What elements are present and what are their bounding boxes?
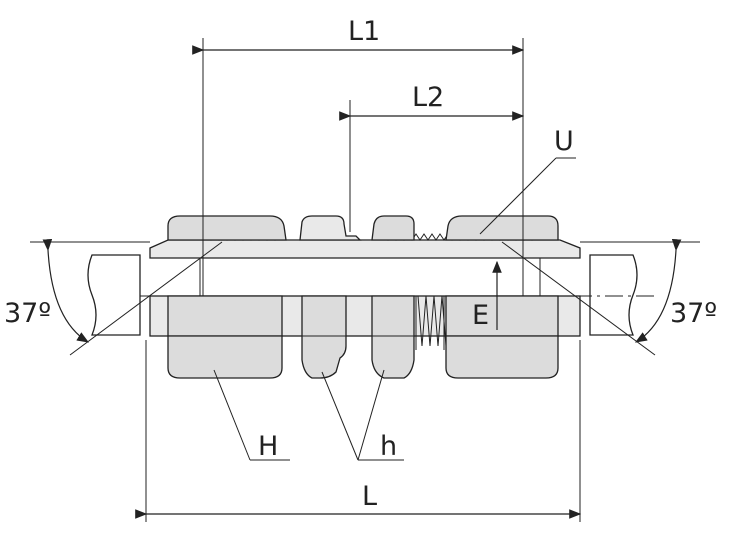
leader-H bbox=[213, 369, 251, 461]
label-angle-right: 37º bbox=[670, 298, 717, 329]
label-angle-left: 37º bbox=[4, 298, 51, 329]
nut-hex-left bbox=[167, 295, 283, 379]
tube-right bbox=[589, 254, 638, 336]
lock-nut-top bbox=[371, 215, 415, 241]
label-L: L bbox=[362, 481, 377, 512]
lock-nut-hex bbox=[371, 295, 415, 379]
nut-top-right bbox=[445, 215, 559, 241]
leader-U bbox=[479, 157, 557, 235]
angle-arc-left bbox=[42, 238, 90, 343]
label-H: H bbox=[258, 431, 278, 462]
nut-top-left bbox=[167, 215, 287, 241]
label-h: h bbox=[380, 431, 397, 462]
leader-h-a bbox=[321, 371, 359, 461]
label-L2: L2 bbox=[412, 82, 444, 113]
label-E: E bbox=[472, 300, 489, 331]
thread-bottom bbox=[415, 295, 447, 350]
nut-hex-right bbox=[445, 295, 559, 379]
label-L1: L1 bbox=[348, 16, 380, 47]
tube-left bbox=[87, 254, 141, 336]
body-hex bbox=[301, 295, 347, 379]
flare-line-left bbox=[69, 241, 223, 356]
flare-line-right bbox=[501, 241, 656, 356]
label-U: U bbox=[554, 126, 574, 157]
leader-h-b bbox=[357, 369, 385, 461]
angle-arc-right bbox=[634, 238, 682, 343]
